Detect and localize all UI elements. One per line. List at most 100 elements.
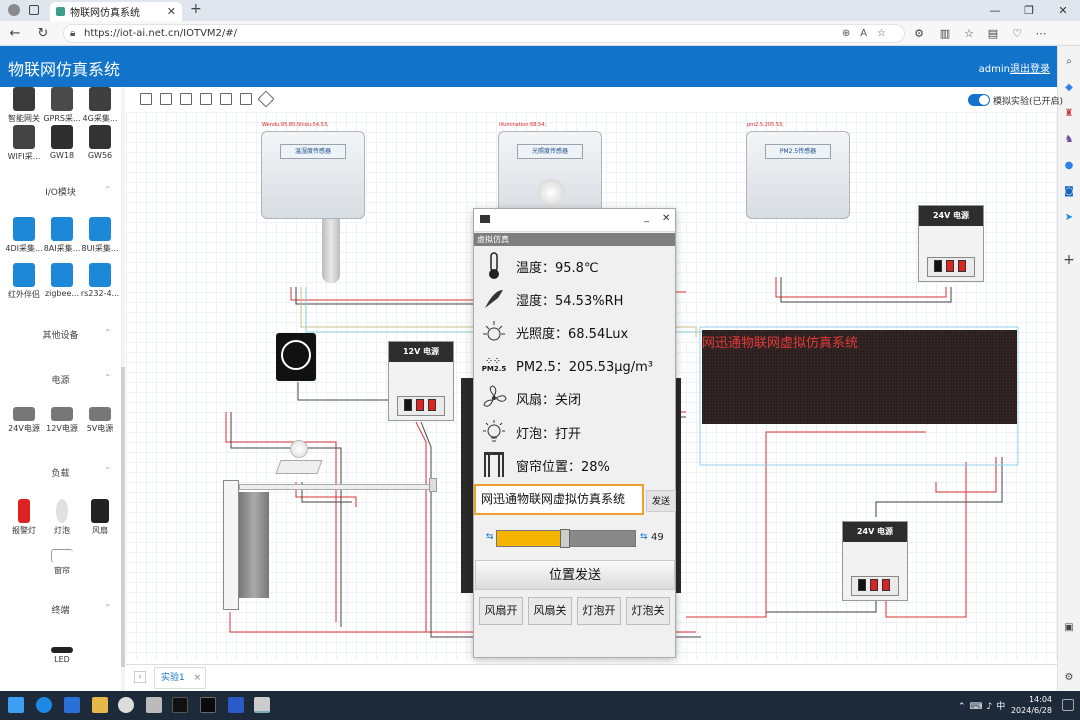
tab-actions-icon[interactable] <box>29 5 39 15</box>
palette-item[interactable]: WIFI采... <box>4 125 44 162</box>
url-actions-icon[interactable]: ⊕A☆ <box>841 28 896 39</box>
led-display[interactable]: 网迅通物联网虚拟仿真系统 <box>702 330 1017 424</box>
dialog-close-icon[interactable]: ✕ <box>662 213 671 224</box>
palette-item[interactable]: zigbee... <box>42 263 82 298</box>
logout-link[interactable]: 退出登录 <box>1010 64 1050 75</box>
terminal-icon[interactable] <box>200 697 216 713</box>
group-io[interactable]: I/O模块⌃ <box>45 185 111 198</box>
shopping-icon[interactable]: ♜ <box>1064 108 1074 119</box>
light-sensor[interactable]: illumination:68.54; 光照度传感器 <box>498 122 602 219</box>
simulator-icon[interactable] <box>254 697 270 713</box>
fan-device[interactable] <box>276 333 316 381</box>
align-top-icon[interactable] <box>180 93 192 105</box>
layers-icon[interactable] <box>257 90 275 108</box>
simulation-toggle[interactable] <box>968 94 990 106</box>
palette-item[interactable]: 灯泡 <box>42 499 82 536</box>
position-send-button[interactable]: 位置发送 <box>475 560 675 590</box>
tools-icon[interactable]: ♞ <box>1064 134 1074 145</box>
new-tab-icon[interactable]: + <box>190 1 202 17</box>
group-terminal[interactable]: 终端⌃ <box>51 603 111 616</box>
palette-item[interactable]: 风扇 <box>80 499 120 536</box>
palette-item[interactable]: 24V电源 <box>4 407 44 434</box>
copilot-icon[interactable]: ◆ <box>1065 82 1073 93</box>
send-button[interactable]: 发送 <box>646 490 676 512</box>
more-icon[interactable]: ⋯ <box>1035 27 1047 40</box>
profile-icon[interactable] <box>8 4 20 16</box>
scrollbar-thumb[interactable] <box>121 367 125 667</box>
palette-item[interactable]: 4DI采集... <box>4 217 44 254</box>
bulb-device[interactable] <box>275 440 323 476</box>
split-screen-icon[interactable]: ▥ <box>939 27 951 40</box>
psu-12v[interactable]: 12V 电源 <box>388 341 454 421</box>
curtain-slider[interactable] <box>496 529 636 548</box>
align-left-icon[interactable] <box>140 93 152 105</box>
led-message-input[interactable]: 网迅通物联网虚拟仿真系统 <box>474 484 644 515</box>
sidebar-toggle-icon[interactable]: ▣ <box>1064 622 1074 633</box>
palette-item[interactable]: 4G采集... <box>80 87 120 124</box>
palette-scrollbar[interactable] <box>121 87 125 691</box>
palette-item[interactable]: 窗帘 <box>42 549 82 576</box>
group-other[interactable]: 其他设备⌃ <box>42 328 111 341</box>
bulb-off-button[interactable]: 灯泡关 <box>626 597 670 625</box>
experiment-tab[interactable]: 实验1 × <box>154 667 206 689</box>
palette-item[interactable]: 8AI采集... <box>42 217 82 254</box>
telegram-icon[interactable]: ➤ <box>1064 212 1074 223</box>
psu-24v-bottom[interactable]: 24V 电源 <box>842 521 908 601</box>
search-icon[interactable]: ⌕ <box>1066 56 1072 67</box>
palette-item[interactable]: GW18 <box>42 125 82 160</box>
pm25-sensor[interactable]: pm2.5:205.53; PM2.5传感器 <box>746 122 850 219</box>
fan-on-button[interactable]: 风扇开 <box>479 597 523 625</box>
back-icon[interactable]: ← <box>9 26 21 41</box>
close-window-icon[interactable]: ✕ <box>1058 4 1068 17</box>
capcut-icon[interactable] <box>172 697 188 713</box>
close-tab-icon[interactable]: ✕ <box>166 5 176 18</box>
extensions-icon[interactable]: ⚙ <box>914 27 924 40</box>
taskbar-app-icon[interactable] <box>64 697 80 713</box>
bulb-on-button[interactable]: 灯泡开 <box>577 597 621 625</box>
outlook-icon[interactable]: ◙ <box>1064 186 1074 197</box>
distribute-icon[interactable] <box>240 93 252 105</box>
taskbar-app-icon[interactable] <box>146 697 162 713</box>
close-tab-icon[interactable]: × <box>193 673 202 683</box>
palette-item[interactable]: 12V电源 <box>42 407 82 434</box>
palette-item[interactable]: 5V电源 <box>80 407 120 434</box>
browser-tab[interactable]: 物联网仿真系统 ✕ <box>50 2 182 21</box>
align-center-icon[interactable] <box>160 93 172 105</box>
group-power[interactable]: 电源⌃ <box>51 373 111 386</box>
psu-24v-top[interactable]: 24V 电源 <box>918 205 984 282</box>
palette-item[interactable]: rs232-4... <box>80 263 120 298</box>
temp-humidity-sensor[interactable]: Wendu:95.80;Shidu:54.53; 温湿度传感器 <box>261 122 365 219</box>
refresh-icon[interactable]: ↻ <box>37 26 49 41</box>
align-bottom-icon[interactable] <box>220 93 232 105</box>
curtain-device[interactable] <box>239 492 269 598</box>
taskbar-clock[interactable]: 14:04 2024/6/28 <box>1011 694 1052 716</box>
group-load[interactable]: 负载⌃ <box>51 466 111 479</box>
align-middle-icon[interactable] <box>200 93 212 105</box>
palette-item[interactable]: 8UI采集... <box>80 217 120 254</box>
url-field[interactable]: 🔒︎ https://iot-ai.net.cn/IOTVM2/#/ ⊕A☆ <box>63 24 905 43</box>
palette-item[interactable]: GPRS采... <box>42 87 82 124</box>
minimize-icon[interactable]: — <box>989 4 1001 17</box>
system-tray[interactable]: ⌃⌨♪中 <box>958 702 1010 712</box>
fan-off-button[interactable]: 风扇关 <box>528 597 572 625</box>
palette-item[interactable]: LED <box>42 641 82 664</box>
add-sidebar-app-icon[interactable]: + <box>1063 252 1075 268</box>
taskbar-app-icon[interactable] <box>228 697 244 713</box>
slider-thumb[interactable] <box>560 529 570 548</box>
favorites-icon[interactable]: ☆ <box>964 27 974 40</box>
performance-icon[interactable]: ♡ <box>1012 27 1022 40</box>
sidebar-settings-icon[interactable]: ⚙ <box>1064 672 1074 683</box>
taskbar-app-icon[interactable] <box>118 697 134 713</box>
edge-icon[interactable] <box>36 697 52 713</box>
palette-item[interactable]: 报警灯 <box>4 499 44 536</box>
palette-item[interactable]: 智能网关 <box>4 87 44 124</box>
palette-item[interactable]: 红外伴侣 <box>4 263 44 300</box>
file-explorer-icon[interactable] <box>92 697 108 713</box>
dialog-minimize-icon[interactable]: _ <box>644 212 649 223</box>
games-icon[interactable]: ● <box>1064 160 1074 171</box>
palette-item[interactable]: GW56 <box>80 125 120 160</box>
tab-scroll-left-icon[interactable]: ‹ <box>134 671 146 683</box>
collections-icon[interactable]: ▤ <box>987 27 999 40</box>
notification-icon[interactable] <box>1062 699 1074 711</box>
restore-icon[interactable]: ❐ <box>1024 4 1034 17</box>
